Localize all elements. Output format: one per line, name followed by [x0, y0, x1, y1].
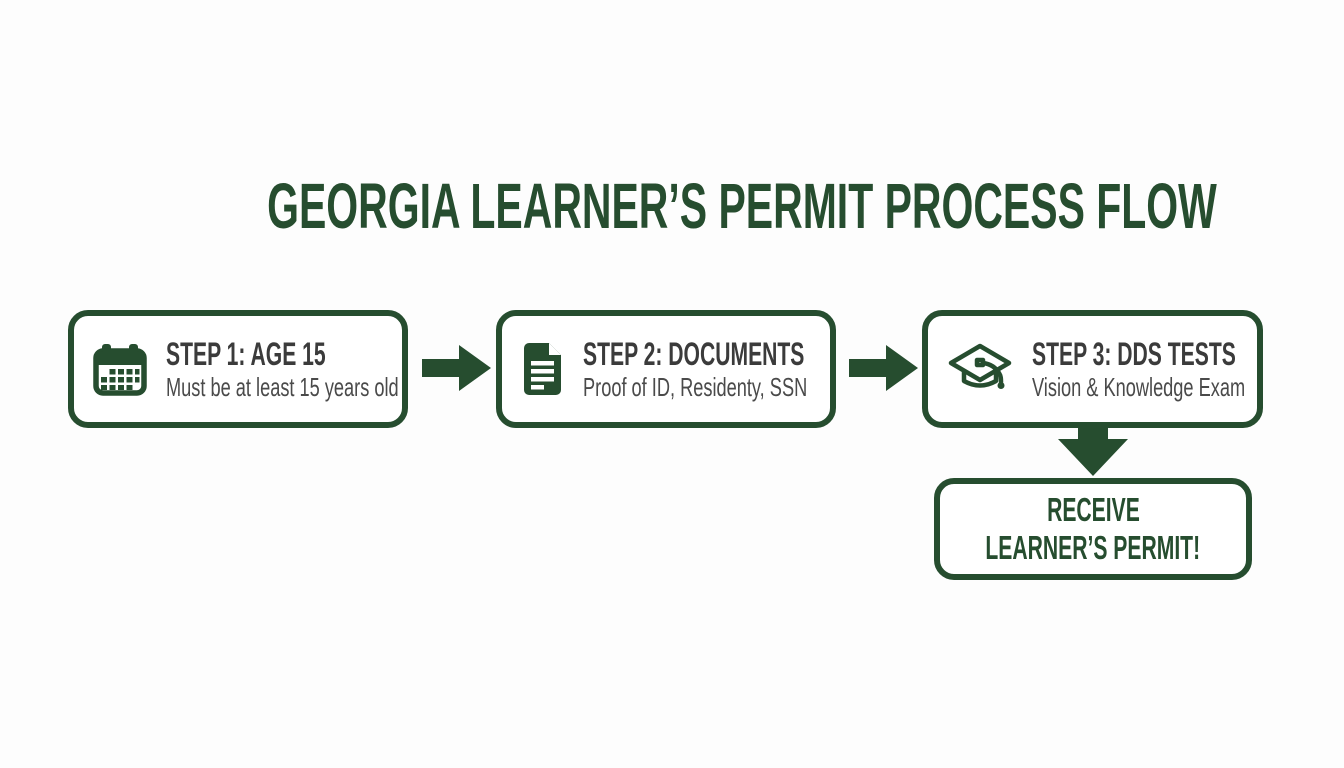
step-1-heading: STEP 1: AGE 15	[166, 336, 326, 372]
step-1-box: STEP 1: AGE 15 Must be at least 15 years…	[68, 310, 408, 428]
step-3-text: STEP 3: DDS TESTS Vision & Knowledge Exa…	[1032, 336, 1341, 402]
step-2-text: STEP 2: DOCUMENTS Proof of ID, Residenty…	[583, 336, 918, 402]
step-2-box: STEP 2: DOCUMENTS Proof of ID, Residenty…	[496, 310, 836, 428]
step-2-subtitle: Proof of ID, Residenty, SSN	[583, 372, 808, 402]
graduation-cap-icon	[946, 342, 1014, 396]
arrow-right-icon	[849, 342, 919, 394]
step-3-heading: STEP 3: DDS TESTS	[1032, 336, 1236, 372]
step-3-box: STEP 3: DDS TESTS Vision & Knowledge Exa…	[922, 310, 1263, 428]
final-line-2: LEARNER’S PERMIT!	[985, 529, 1201, 566]
step-3-subtitle: Vision & Knowledge Exam	[1032, 372, 1246, 402]
step-2-heading: STEP 2: DOCUMENTS	[583, 336, 805, 372]
final-box: RECEIVE LEARNER’S PERMIT!	[934, 478, 1252, 580]
page-title: GEORGIA LEARNER’S PERMIT PROCESS FLOW	[267, 170, 1217, 242]
arrow-right-icon	[422, 342, 492, 394]
step-1-subtitle: Must be at least 15 years old	[166, 372, 399, 402]
calendar-icon	[92, 343, 148, 396]
final-line-1: RECEIVE	[1046, 491, 1140, 528]
step-1-text: STEP 1: AGE 15 Must be at least 15 years…	[166, 336, 498, 402]
arrow-down-icon	[1057, 428, 1129, 477]
document-icon	[520, 341, 565, 397]
